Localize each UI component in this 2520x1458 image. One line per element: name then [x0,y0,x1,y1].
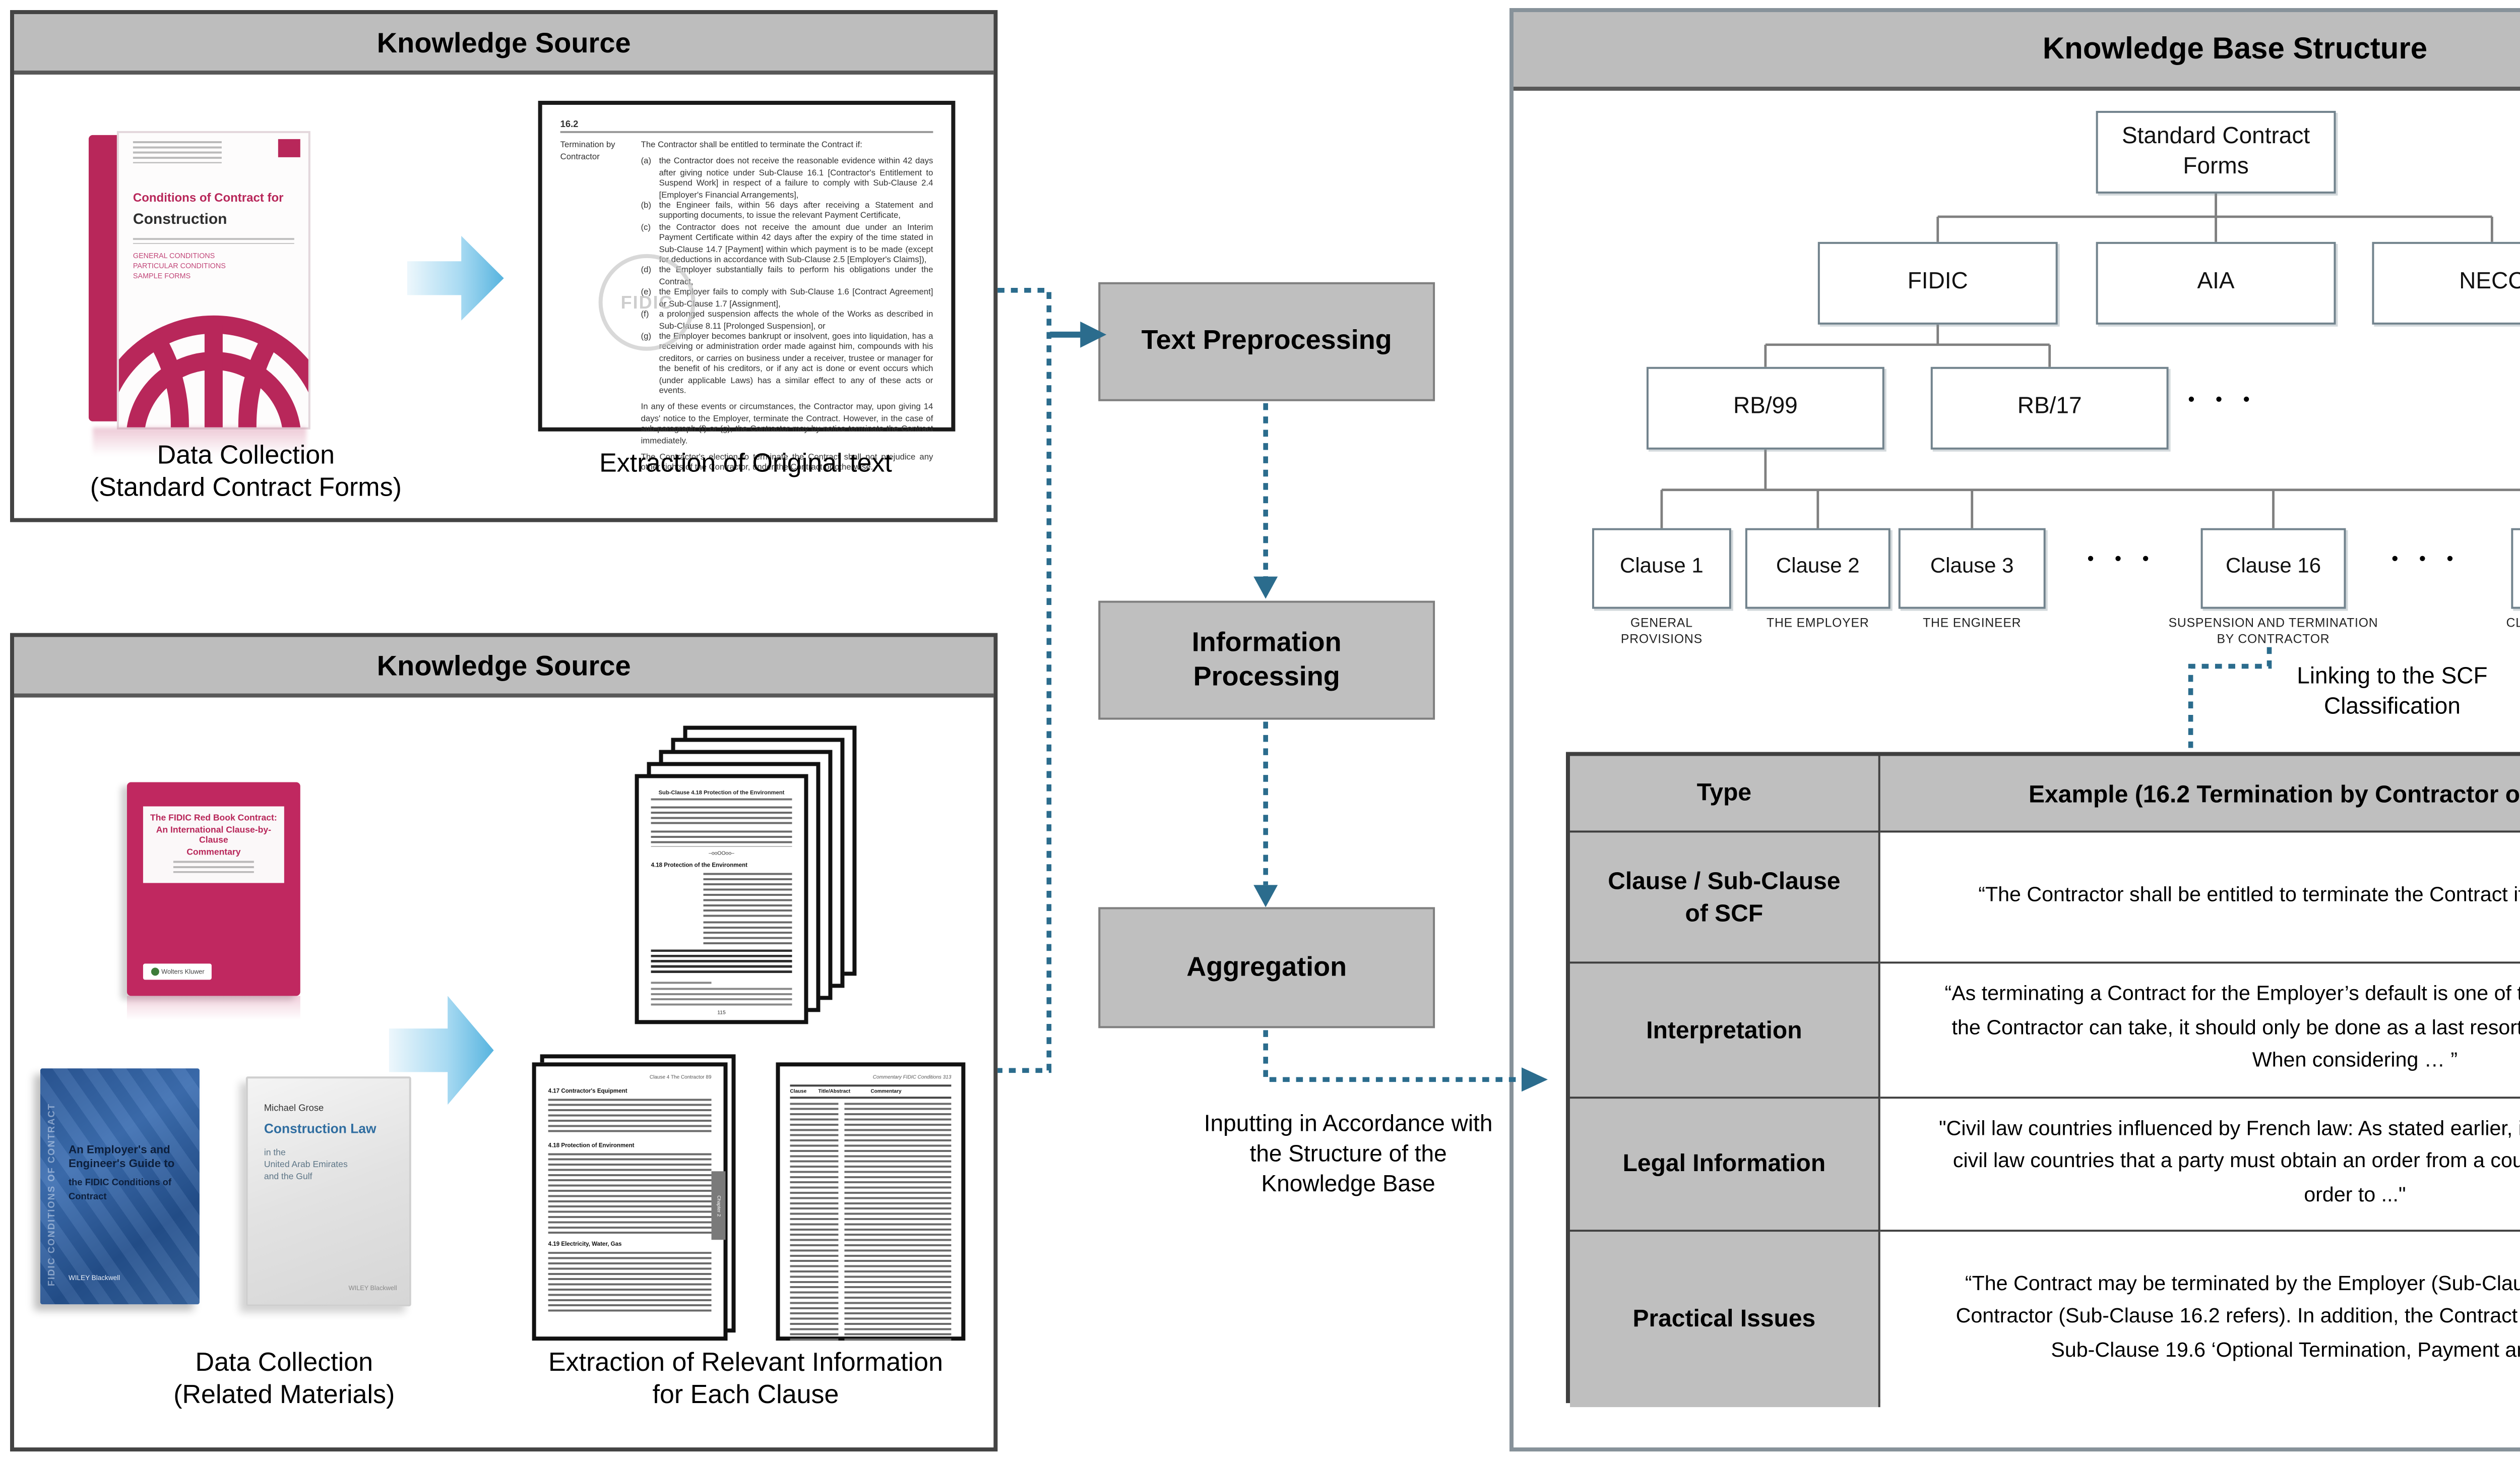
process-text-preprocessing: Text Preprocessing [1098,282,1435,401]
blue-book-employers-guide: FIDIC CONDITIONS OF CONTRACT An Employer… [40,1068,200,1305]
tree-node-clause-1: Clause 1 [1592,528,1731,609]
doc-intro: The Contractor shall be entitled to term… [641,139,862,149]
caption-extraction-relevant: Extraction of Relevant Information for E… [548,1347,943,1410]
red-book-commentary: The FIDIC Red Book Contract: An Internat… [127,782,300,1020]
tree-node-aia: AIA [2096,241,2336,325]
doc-closing-1: In any of these events or circumstances,… [641,402,933,445]
white-book-construction-law: Michael Grose Construction Law in the Un… [245,1076,411,1307]
page-a-heading-1: 4.17 Contractor's Equipment [548,1086,627,1095]
fidic-red-book: Conditions of Contract for Construction … [88,131,310,456]
stack-front-page: Sub-Clause 4.18 Protection of the Enviro… [635,774,808,1024]
tree-node-rb99: RB/99 [1646,367,1884,450]
table-row-example: "Civil law countries influenced by Frenc… [1880,1099,2520,1232]
knowledge-source-bottom-panel: Knowledge Source The FIDIC Red Book Cont… [10,633,998,1452]
flow-label-inputting: Inputting in Accordance with the Structu… [1204,1113,1493,1198]
tree-node-fidic: FIDIC [1817,241,2058,325]
book-detail-1: GENERAL CONDITIONS [133,252,215,260]
tree-node-clause-3: Clause 3 [1898,528,2046,609]
table-row-type: Clause / Sub-Clause of SCF [1569,832,1880,964]
extracted-page-b: Commentary FIDIC Conditions 313 Clause T… [776,1062,966,1341]
table-row-type: Practical Issues [1569,1232,1880,1408]
white-book-title: Construction Law [264,1123,376,1137]
knowledge-source-top-panel: Knowledge Source Conditions of Contract … [10,10,998,522]
caption-extraction-original: Extraction of Original text [599,447,892,478]
doc-item: a prolonged suspension affects the whole… [659,309,933,330]
page-a-heading-2: 4.18 Protection of Environment [548,1140,635,1148]
doc-item: the Employer fails to comply with Sub-Cl… [659,286,933,308]
clause-20-sublabel: CLAIMS, DISPUTES ANDARBITRATION [2506,617,2520,631]
tree-node-clause-20: Clause 20 [2511,528,2520,609]
tree-node-clause-2: Clause 2 [1745,528,1891,609]
knowledge-source-bottom-header: Knowledge Source [14,637,994,698]
clause-2-sublabel: THE EMPLOYER [1767,617,1869,631]
extracted-page-a: Clause 4 The Contractor 89 4.17 Contract… [532,1054,736,1341]
original-text-page: FIDIC 16.2 Termination by Contractor The… [538,100,956,472]
ellipsis-clauses-1: • • • [2087,548,2157,569]
book-title-main: Construction [133,209,227,228]
ellipsis-level3: • • • [2188,389,2258,409]
knowledge-source-top-header: Knowledge Source [14,14,994,75]
arrow-book-to-doc-icon [407,235,504,321]
book-title-accent: Conditions of Contract for [133,193,284,206]
clause-3-sublabel: THE ENGINEER [1923,617,2022,631]
fidic-globe-graphic [118,315,308,428]
pink-book-title-1: The FIDIC Red Book Contract: [150,812,277,823]
process-aggregation: Aggregation [1098,907,1435,1028]
stack-page-header: Sub-Clause 4.18 Protection of the Enviro… [651,788,792,801]
table-header-type: Type [1569,756,1880,833]
pink-book-publisher: Wolters Kluwer [161,967,205,976]
book-detail-3: SAMPLE FORMS [133,272,191,280]
doc-margin-label: Termination by [560,139,615,149]
table-header-example: Example (16.2 Termination by Contractor … [1880,756,2520,833]
doc-clause-no: 16.2 [560,119,933,133]
stacked-pages: Sub-Clause 4.18 Protection of the Enviro… [635,725,861,1032]
page-a-heading-3: 4.19 Electricity, Water, Gas [548,1240,622,1248]
table-row-example: “The Contractor shall be entitled to ter… [1880,832,2520,964]
doc-item: the Contractor does not receive the reas… [659,156,933,199]
link-label: Linking to the SCF Classification [2297,665,2488,720]
doc-item: the Engineer fails, within 56 days after… [659,199,933,221]
stack-page-section: 4.18 Protection of the Environment [651,860,748,868]
contextual-table: Type Example (16.2 Termination by Contra… [1565,752,2520,1408]
white-book-publisher: WILEY Blackwell [348,1284,397,1293]
table-row-example: “As terminating a Contract for the Emplo… [1880,963,2520,1099]
table-row-example: “The Contract may be terminated by the E… [1880,1232,2520,1408]
caption-data-collection-scf: Data Collection (Standard Contract Forms… [90,439,402,502]
doc-item: the Employer substantially fails to perf… [659,265,933,286]
white-book-author: Michael Grose [264,1103,324,1113]
tree-node-necc: NECC [2372,241,2520,325]
page-a-chapter-tab: Chapter 2 [715,1195,722,1217]
fidic-watermark: FIDIC [598,254,696,351]
doc-item: the Contractor does not receive the amou… [659,221,933,265]
table-row-type: Interpretation [1569,963,1880,1099]
knowledge-base-header: Knowledge Base Structure [1514,12,2520,91]
doc-closing-2: The Contractor's election to terminate t… [641,451,933,473]
table-row-type: Legal Information [1569,1099,1880,1232]
blue-book-title-1: An Employer's and [68,1145,170,1158]
ellipsis-clauses-2: • • • [2391,548,2462,569]
blue-book-publisher: WILEY Blackwell [68,1274,120,1283]
tree-node-clause-16: Clause 16 [2200,528,2346,609]
book-detail-2: PARTICULAR CONDITIONS [133,262,226,270]
tree-node-rb17: RB/17 [1930,367,2169,450]
caption-data-collection-related: Data Collection (Related Materials) [173,1347,395,1410]
doc-item: the Employer becomes bankrupt or insolve… [659,330,933,395]
